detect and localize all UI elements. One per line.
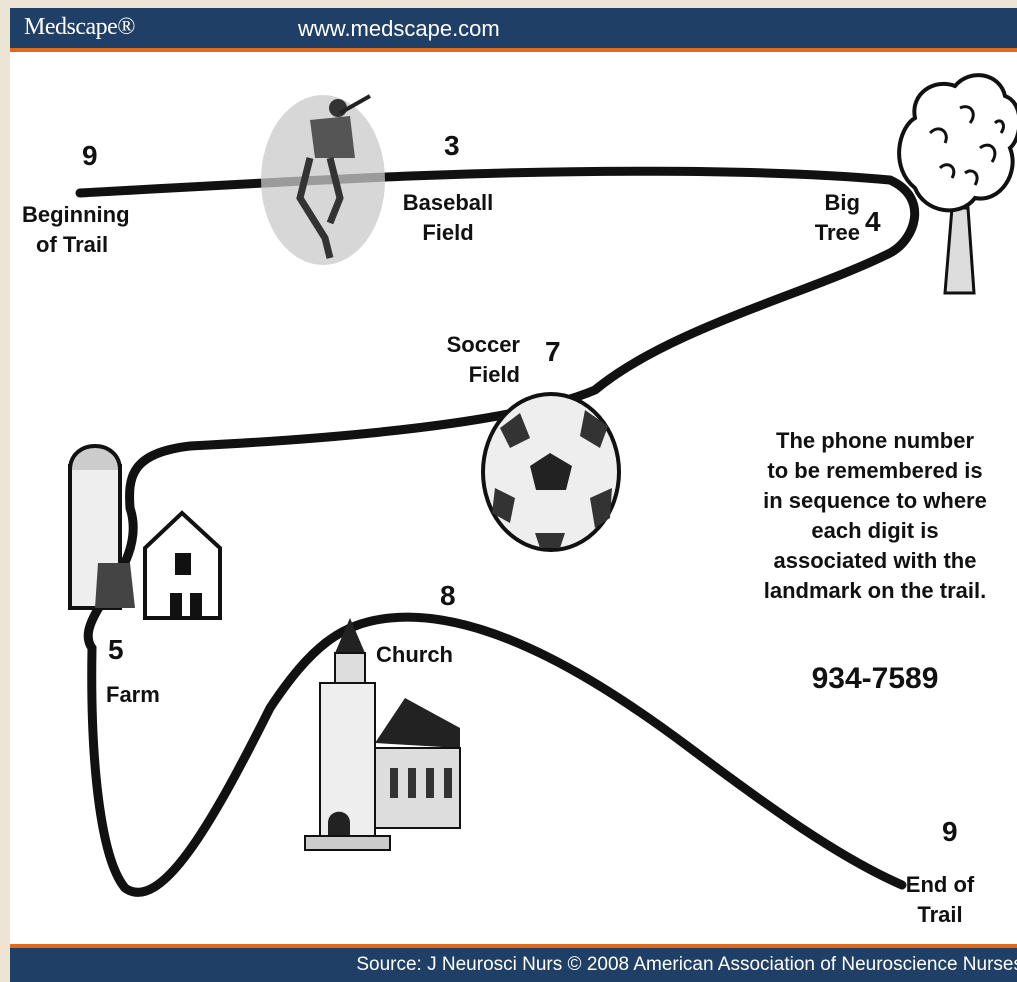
trail-path	[75, 166, 920, 897]
trail-diagram	[68, 73, 1017, 897]
site-url: www.medscape.com	[298, 16, 500, 41]
label-big-tree: Big Tree	[814, 190, 860, 245]
source-credit: Source: J Neurosci Nurs © 2008 American …	[356, 954, 1017, 975]
phone-number: 934-7589	[811, 662, 939, 695]
digit-church: 8	[440, 580, 456, 611]
label-end-of-trail: End of Trail	[905, 872, 975, 927]
digit-big-tree: 4	[865, 206, 881, 237]
header-bar: Medscape® www.medscape.com	[10, 8, 1017, 52]
digit-farm: 5	[108, 634, 124, 665]
label-church: Church	[376, 642, 453, 667]
brand-logo: Medscape®	[24, 14, 136, 40]
footer-bar: Source: J Neurosci Nurs © 2008 American …	[10, 944, 1017, 982]
church-icon	[304, 618, 461, 851]
soccer-ball-icon	[481, 392, 621, 552]
digit-end: 9	[942, 816, 958, 847]
tree-icon	[897, 73, 1017, 295]
digit-beginning: 9	[82, 140, 98, 171]
label-beginning-of-trail: Beginning of Trail	[22, 202, 130, 257]
label-soccer-field: Soccer Field	[446, 332, 520, 387]
farm-barn-icon	[68, 444, 222, 620]
label-farm: Farm	[106, 682, 160, 707]
label-baseball-field: Baseball Field	[402, 190, 494, 245]
figure-card: Medscape® www.medscape.com	[10, 8, 1017, 982]
baseball-player-icon	[261, 94, 385, 265]
digit-baseball: 3	[444, 130, 460, 161]
explanation-note: The phone number to be remembered is in …	[763, 428, 987, 603]
digit-soccer: 7	[545, 336, 561, 367]
